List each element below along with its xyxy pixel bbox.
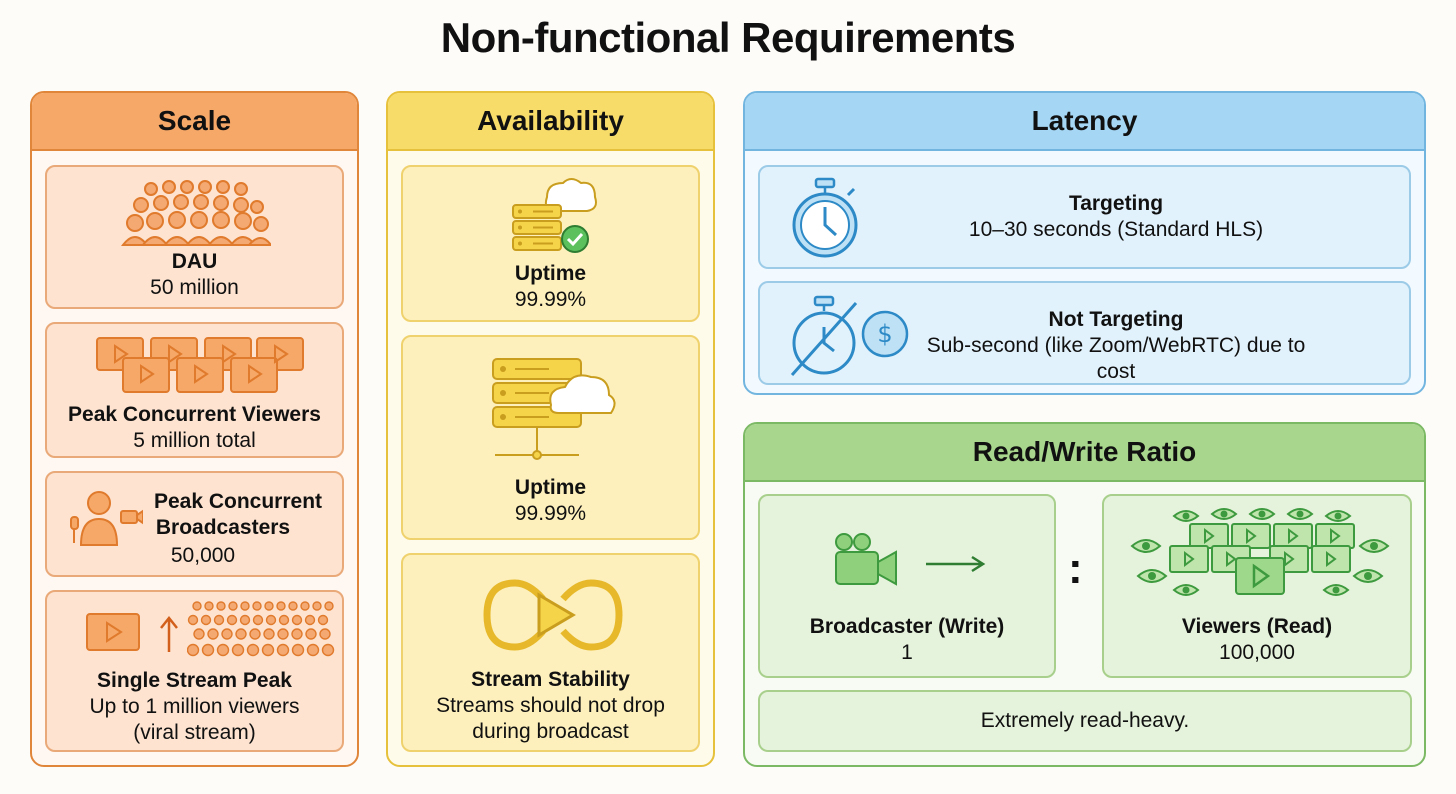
stream-stability-card: Stream Stability Streams should not drop… — [401, 553, 700, 752]
peak-broadcasters-card: Peak Concurrent Broadcasters 50,000 — [45, 471, 344, 577]
broadcaster-write-card: Broadcaster (Write) 1 — [758, 494, 1056, 678]
uptime-value-1: 99.99% — [514, 288, 587, 311]
viewers-eyes-screens-icon — [1130, 508, 1390, 596]
uptime-label-2: Uptime — [514, 476, 587, 499]
uptime-label-1: Uptime — [514, 262, 587, 285]
uptime-value-2: 99.99% — [514, 502, 587, 525]
svg-text:$: $ — [877, 320, 892, 348]
stream-stability-value-2: during broadcast — [472, 720, 629, 743]
broadcaster-person-icon — [70, 491, 143, 546]
massive-crowd-icon — [187, 601, 335, 657]
read-heavy-summary-card: Extremely read-heavy. — [758, 690, 1412, 752]
broadcaster-write-label: Broadcaster (Write) — [809, 615, 1005, 638]
read-write-header: Read/Write Ratio — [745, 424, 1424, 482]
scale-panel: Scale DAU 50 million Peak Concurrent — [30, 91, 359, 767]
dau-label: DAU — [171, 250, 218, 273]
server-cloud-icon — [492, 358, 616, 460]
single-stream-value-2: (viral stream) — [133, 721, 256, 744]
single-stream-card: Single Stream Peak Up to 1 million viewe… — [45, 590, 344, 752]
peak-broadcasters-label-1: Peak Concurrent — [153, 490, 323, 513]
up-arrow-icon — [160, 615, 178, 652]
uptime-card-2: Uptime 99.99% — [401, 335, 700, 540]
latency-panel: Latency Targeting 10–30 seconds (Standar… — [743, 91, 1426, 395]
stream-stability-label: Stream Stability — [471, 668, 630, 691]
crowd-icon — [121, 180, 271, 246]
stopwatch-crossed-icon — [790, 295, 858, 376]
dau-value: 50 million — [150, 276, 239, 299]
latency-header: Latency — [745, 93, 1424, 151]
dau-card: DAU 50 million — [45, 165, 344, 309]
availability-panel: Availability Uptime 99.99% Uptime — [386, 91, 715, 767]
read-heavy-summary: Extremely read-heavy. — [980, 709, 1190, 732]
page-title: Non-functional Requirements — [440, 14, 1016, 61]
scale-header: Scale — [32, 93, 357, 151]
targeting-label: Targeting — [1068, 192, 1164, 215]
video-camera-icon — [835, 533, 897, 586]
server-cloud-check-icon — [512, 178, 597, 253]
video-screens-icon — [96, 337, 304, 393]
targeting-value: 10–30 seconds (Standard HLS) — [968, 218, 1264, 241]
right-arrow-icon — [926, 555, 986, 573]
latency-not-targeting-card: $ Not Targeting Sub-second (like Zoom/We… — [758, 281, 1411, 385]
uptime-card-1: Uptime 99.99% — [401, 165, 700, 322]
peak-broadcasters-label-2: Broadcasters — [155, 516, 291, 539]
single-stream-value-1: Up to 1 million viewers — [89, 695, 300, 718]
read-write-panel: Read/Write Ratio Broadcaster (Write) 1 : — [743, 422, 1426, 767]
viewers-read-value: 100,000 — [1219, 641, 1295, 664]
dollar-icon: $ — [861, 310, 909, 358]
availability-header: Availability — [388, 93, 713, 151]
not-targeting-label: Not Targeting — [1048, 308, 1184, 331]
viewers-read-label: Viewers (Read) — [1181, 615, 1333, 638]
viewers-read-card: Viewers (Read) 100,000 — [1102, 494, 1412, 678]
single-stream-label: Single Stream Peak — [97, 669, 292, 692]
infinity-play-icon — [483, 579, 623, 651]
not-targeting-value: Sub-second (like Zoom/WebRTC) due to cos… — [926, 334, 1306, 383]
stream-stability-value-1: Streams should not drop — [436, 694, 665, 717]
peak-viewers-label: Peak Concurrent Viewers — [68, 403, 321, 426]
peak-broadcasters-value: 50,000 — [170, 544, 236, 567]
stopwatch-icon — [792, 177, 858, 258]
latency-targeting-card: Targeting 10–30 seconds (Standard HLS) — [758, 165, 1411, 269]
video-screen-icon — [86, 613, 140, 651]
peak-viewers-value: 5 million total — [133, 429, 256, 452]
ratio-separator: : — [1068, 544, 1083, 593]
peak-viewers-card: Peak Concurrent Viewers 5 million total — [45, 322, 344, 458]
broadcaster-write-value: 1 — [901, 641, 913, 664]
